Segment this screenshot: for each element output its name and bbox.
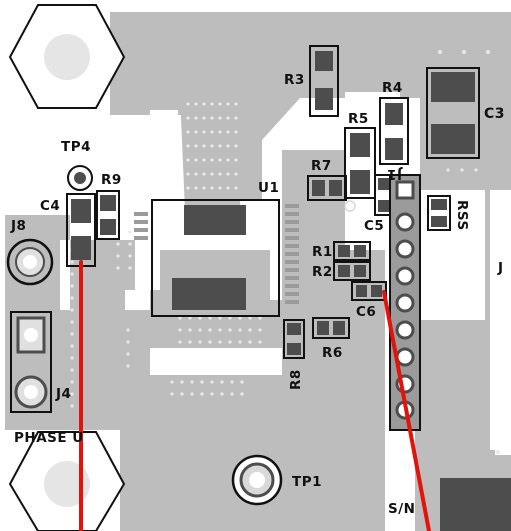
r6-resistor[interactable] xyxy=(312,317,350,339)
label-r7: R7 xyxy=(311,158,332,174)
u1-thermal-pad-bottom xyxy=(172,278,246,310)
tp4-test-point[interactable] xyxy=(67,165,93,191)
rss-resistor[interactable] xyxy=(427,195,451,231)
silkscreen-labels: TP4 R9 C4 J8 J4 PHASE U U1 R3 R4 R5 C3 R… xyxy=(10,72,505,517)
label-sn: S/N xyxy=(388,501,415,517)
label-j8: J8 xyxy=(10,218,26,234)
mounting-hole-bottom-left xyxy=(8,431,126,531)
via-grid-lower xyxy=(170,316,262,396)
ratsnest-lines xyxy=(79,260,431,531)
copper-pour-center xyxy=(180,95,262,210)
c5-capacitor[interactable] xyxy=(374,174,396,216)
u1-outline xyxy=(151,199,280,317)
label-c4: C4 xyxy=(40,198,60,214)
cutout-top-u1 xyxy=(150,110,178,200)
j8-connector[interactable] xyxy=(6,238,54,286)
c4-capacitor[interactable] xyxy=(66,193,96,267)
ratsnest-c6-down xyxy=(382,290,431,531)
cutout-left-lower xyxy=(60,240,70,310)
u1-package xyxy=(134,199,299,317)
label-r5: R5 xyxy=(348,111,369,127)
c3-capacitor[interactable] xyxy=(426,67,480,159)
label-phase-u: PHASE U xyxy=(14,430,84,446)
copper-plane-dark xyxy=(440,478,511,531)
label-c6: C6 xyxy=(356,304,376,320)
r4-resistor[interactable] xyxy=(379,97,409,165)
label-j1: J1 xyxy=(387,166,403,182)
label-j4: J4 xyxy=(55,386,71,402)
label-r9: R9 xyxy=(101,172,122,188)
label-r4: R4 xyxy=(382,80,403,96)
label-r3: R3 xyxy=(284,72,305,88)
r3-resistor[interactable] xyxy=(309,45,339,117)
tp1-test-point[interactable] xyxy=(231,454,283,506)
cutout-mid-u1 xyxy=(125,290,150,310)
via-column-left xyxy=(70,230,132,408)
r8-resistor[interactable] xyxy=(283,319,305,359)
label-r6: R6 xyxy=(322,345,343,361)
label-r2: R2 xyxy=(312,264,333,280)
label-r8: R8 xyxy=(288,369,304,390)
copper-cutouts xyxy=(60,110,511,450)
mounting-hole-top-left xyxy=(8,4,126,109)
j1-pin-header[interactable] xyxy=(389,174,421,431)
via-grid-upper xyxy=(186,102,238,190)
c6-capacitor[interactable] xyxy=(351,281,387,301)
label-rss: RSS xyxy=(454,200,470,231)
label-c5: C5 xyxy=(364,218,384,234)
r7-resistor[interactable] xyxy=(307,175,347,201)
label-tp1: TP1 xyxy=(292,474,322,490)
copper-pour-bottom xyxy=(120,250,385,531)
label-r1: R1 xyxy=(312,244,333,260)
label-c3: C3 xyxy=(484,106,505,122)
u1-thermal-pad-top xyxy=(184,205,246,235)
r1-resistor[interactable] xyxy=(333,241,371,261)
label-tp4: TP4 xyxy=(61,139,91,155)
via-near-c5 xyxy=(344,200,356,212)
label-edge-j: J xyxy=(497,260,504,276)
label-u1: U1 xyxy=(258,180,279,196)
via-array-u1 xyxy=(70,50,500,454)
via-top-right xyxy=(438,50,500,454)
cutout-u1-bottom xyxy=(150,348,282,375)
r9-resistor[interactable] xyxy=(96,190,120,240)
u1-pins xyxy=(134,204,299,304)
r5-resistor[interactable] xyxy=(344,127,376,199)
cutout-j1-right xyxy=(490,190,511,450)
r2-resistor[interactable] xyxy=(333,261,371,281)
j4-connector[interactable] xyxy=(10,311,52,413)
